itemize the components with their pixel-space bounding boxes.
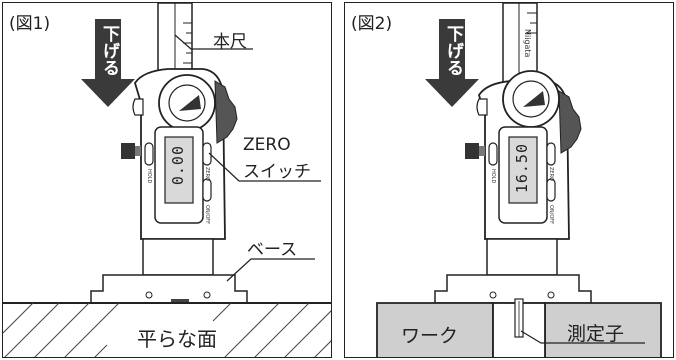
base-stem bbox=[486, 238, 558, 276]
zero-switch-label-line2: スイッチ bbox=[243, 162, 311, 182]
clamp-knob bbox=[121, 143, 135, 159]
workpiece-label: ワーク bbox=[401, 325, 459, 347]
zero-label: ZERO bbox=[204, 167, 210, 181]
figure-1-drawing bbox=[3, 3, 331, 357]
zero-switch-label-line1: ZERO bbox=[243, 135, 291, 155]
figure-label: (図2) bbox=[351, 14, 393, 34]
onoff-label: ON/OFF bbox=[548, 205, 554, 225]
base-label: ベース bbox=[247, 240, 298, 260]
base bbox=[434, 274, 592, 304]
down-arrow-icon bbox=[425, 19, 479, 107]
figure-1-panel: (図1) 下げる 0.00 HOLD ZERO ON/OFF 本尺 ZERO ス… bbox=[2, 2, 332, 358]
down-arrow-icon bbox=[81, 19, 135, 107]
surface-hatching bbox=[3, 302, 331, 357]
main-scale-label: 本尺 bbox=[213, 32, 247, 52]
zero-button bbox=[202, 142, 212, 166]
figure-2-panel: (図2) 下げる Niigata 16.50 HOLD ZERO ON/OFF … bbox=[344, 2, 674, 358]
zero-label: ZERO bbox=[548, 167, 554, 181]
figure-label: (図1) bbox=[9, 14, 51, 34]
onoff-button bbox=[202, 178, 212, 202]
hold-label: HOLD bbox=[490, 169, 496, 184]
direction-label: 下げる bbox=[99, 25, 119, 76]
hold-button bbox=[488, 142, 498, 166]
hold-label: HOLD bbox=[146, 169, 152, 184]
onoff-label: ON/OFF bbox=[204, 205, 210, 225]
onoff-button bbox=[546, 178, 556, 202]
adjust-wheel bbox=[558, 90, 582, 154]
lcd-display bbox=[164, 136, 194, 204]
zero-button bbox=[546, 142, 556, 166]
lcd-display bbox=[508, 136, 538, 204]
brand-label: Niigata bbox=[523, 29, 532, 58]
clamp-knob bbox=[465, 143, 479, 159]
direction-label: 下げる bbox=[443, 25, 463, 76]
display-reading: 16.50 bbox=[513, 143, 531, 194]
hold-button bbox=[144, 142, 154, 166]
display-reading: 0.00 bbox=[169, 145, 187, 186]
probe-label: 測定子 bbox=[567, 323, 625, 345]
adjust-wheel bbox=[214, 80, 238, 144]
base-stem bbox=[142, 238, 214, 276]
figure-2-drawing bbox=[376, 3, 662, 357]
flat-surface-label: 平らな面 bbox=[131, 323, 223, 352]
base bbox=[90, 274, 248, 304]
